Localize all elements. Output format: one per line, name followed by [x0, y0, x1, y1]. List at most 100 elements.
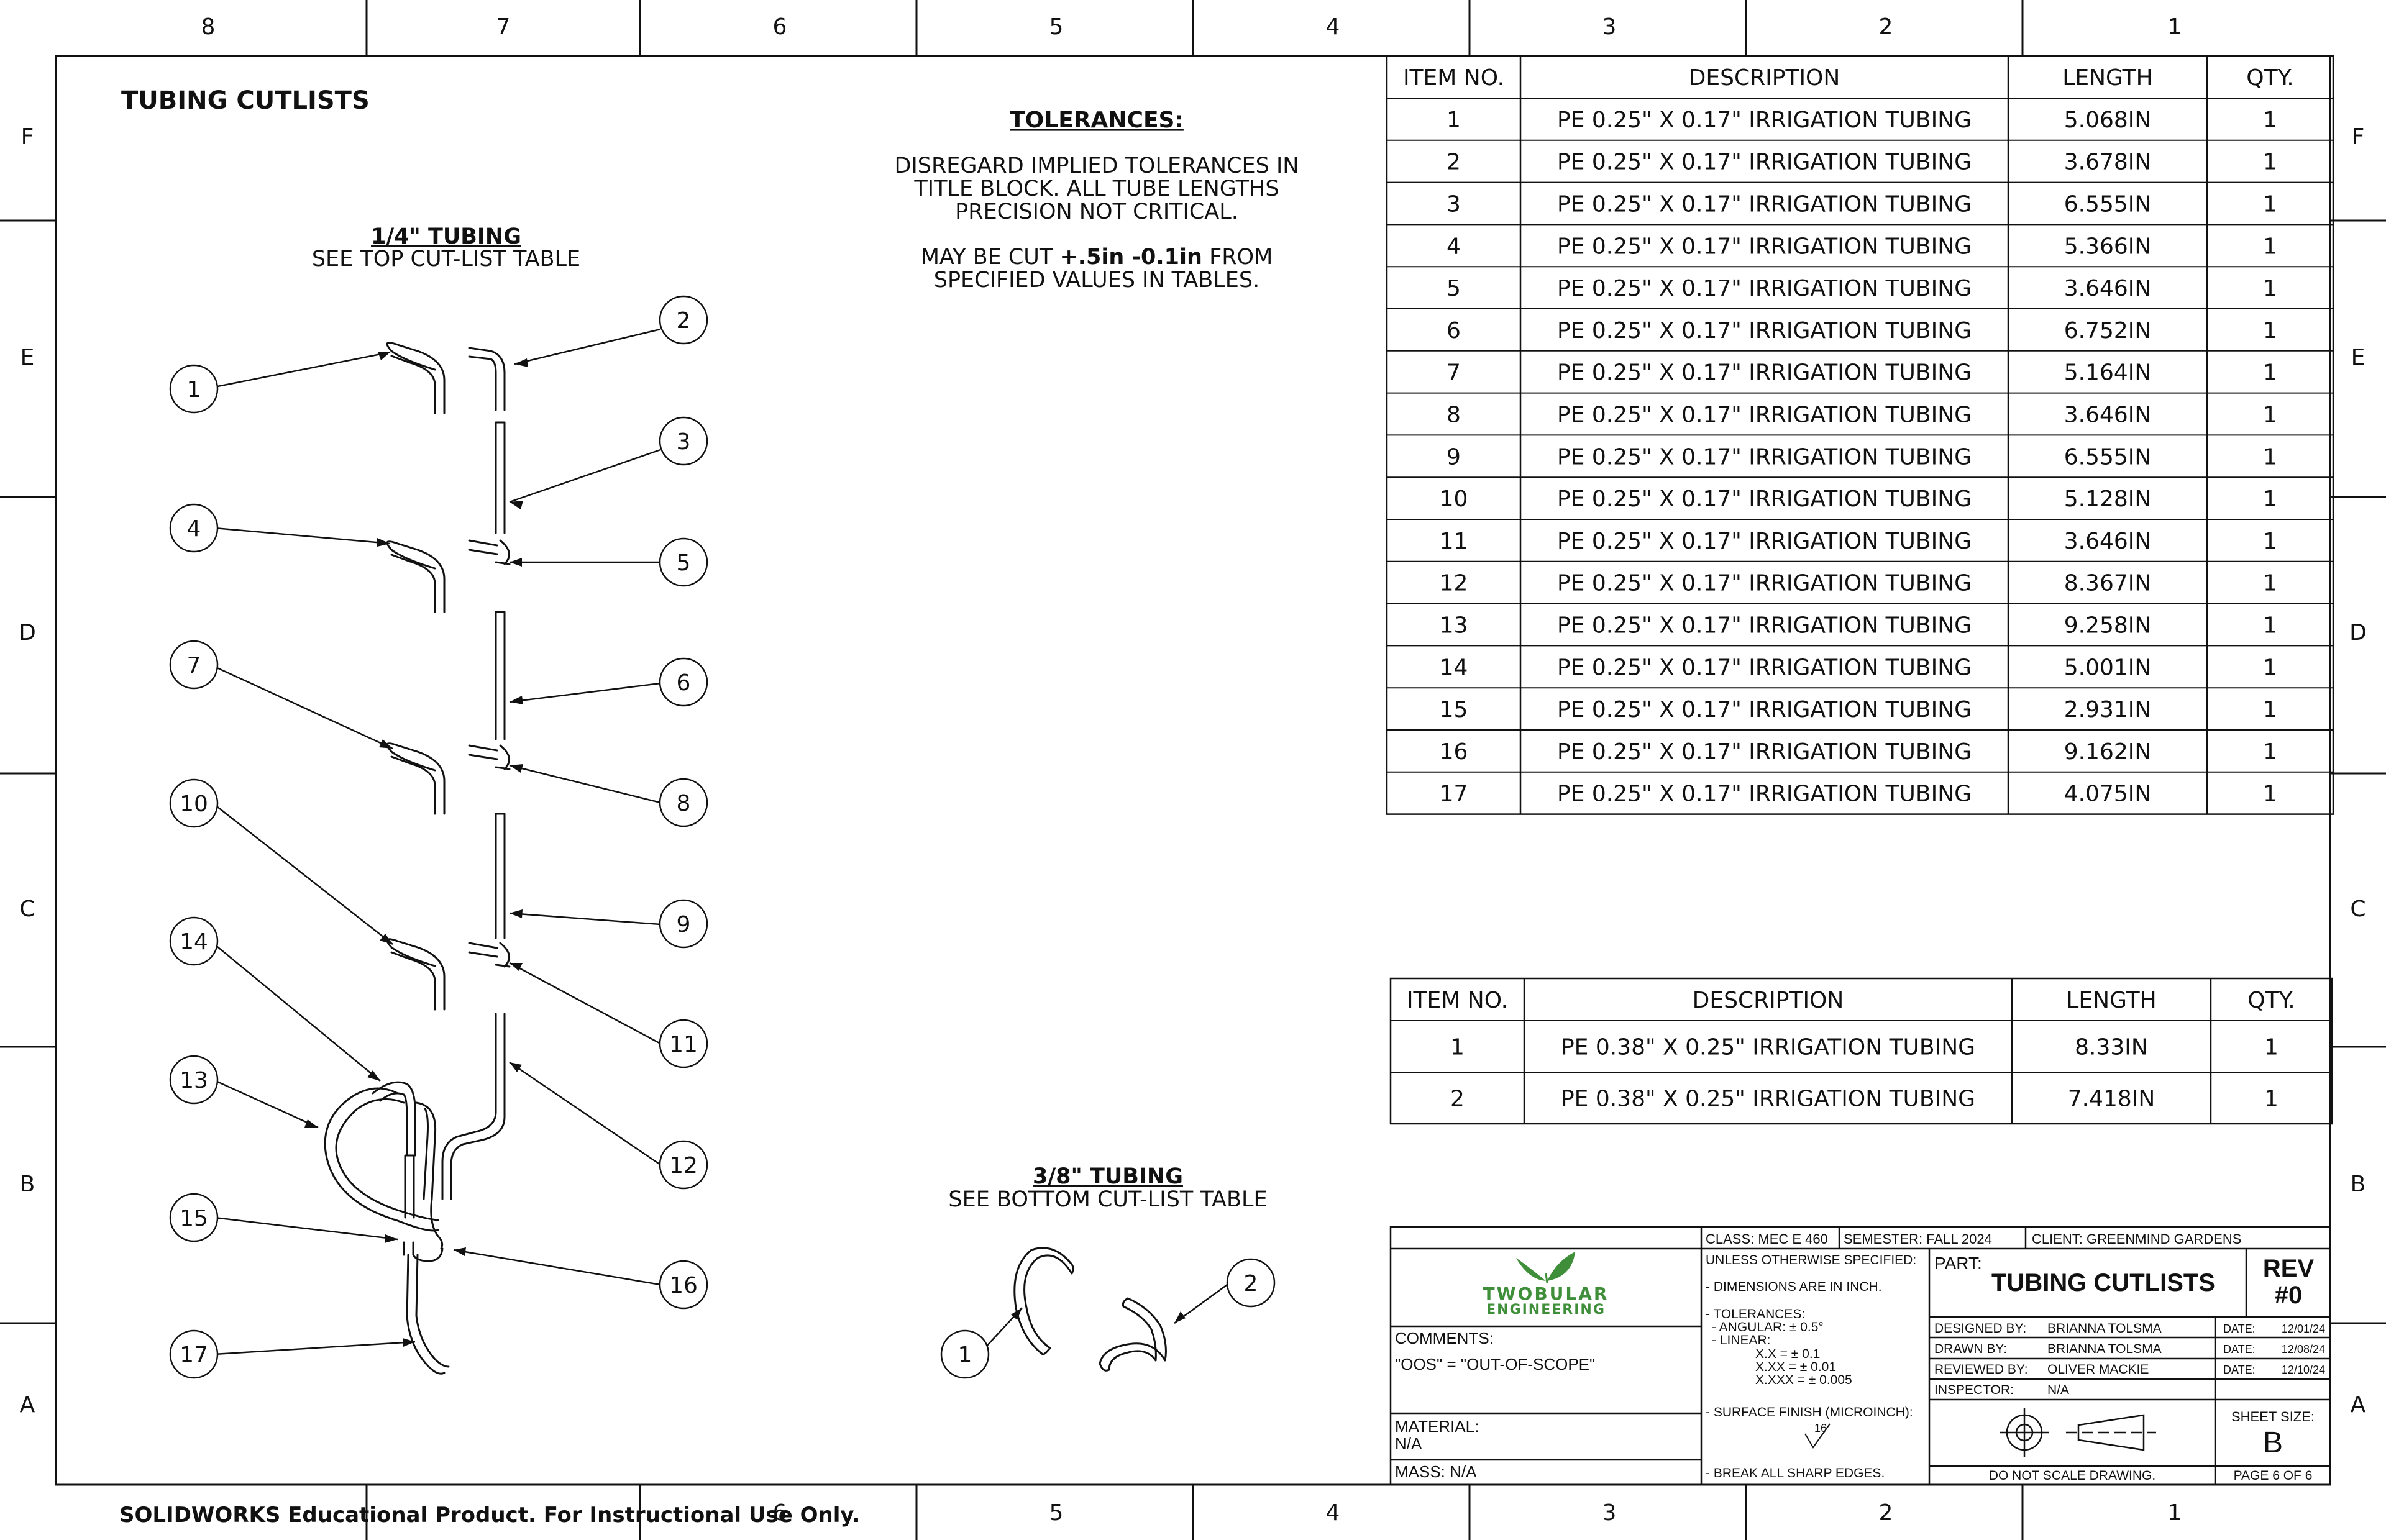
person-name: BRIANNA TOLSMA	[2047, 1342, 2162, 1356]
zone-letter: B	[2351, 1172, 2366, 1197]
table-cell: PE 0.25" X 0.17" IRRIGATION TUBING	[1557, 571, 1972, 596]
role-label: DESIGNED BY:	[1934, 1321, 2026, 1336]
balloon-label: 1	[958, 1342, 972, 1368]
balloon-label: 1	[187, 377, 201, 403]
material-label: MATERIAL:	[1395, 1417, 1479, 1436]
balloon-numbers: 1 2 3 4 5 6 7 8 9 10 11 12 13 14 15 16 1…	[180, 308, 698, 1368]
tolerances-line: SPECIFIED VALUES IN TABLES.	[934, 268, 1260, 293]
zone-numbers-bottom: 6 5 4 3 2 1	[773, 1500, 2182, 1526]
tube-main-9	[495, 813, 506, 939]
zone-number: 1	[2168, 14, 2182, 40]
table-cell: 8.33IN	[2075, 1034, 2148, 1060]
tube-stub-2	[468, 347, 506, 411]
table-cell: 1	[2263, 276, 2277, 301]
balloon-3-8-2	[1226, 1258, 1276, 1308]
person-name: BRIANNA TOLSMA	[2047, 1321, 2162, 1336]
zone-letters-left: F E D C B A	[19, 124, 36, 1418]
table-cell: PE 0.25" X 0.17" IRRIGATION TUBING	[1557, 191, 1972, 217]
table-cell: PE 0.25" X 0.17" IRRIGATION TUBING	[1557, 781, 1972, 807]
table-cell: 5.128IN	[2064, 486, 2152, 512]
table-cell: 14	[1440, 655, 1468, 680]
table-cell: 1	[2263, 150, 2277, 175]
table-cell: 3.646IN	[2064, 402, 2152, 427]
person-name: OLIVER MACKIE	[2047, 1362, 2149, 1377]
balloon-label: 10	[180, 791, 208, 817]
table-cell: PE 0.25" X 0.17" IRRIGATION TUBING	[1557, 318, 1972, 344]
zone-number: 2	[1879, 1500, 1893, 1526]
balloon-label: 2	[1244, 1271, 1258, 1296]
table-header-cell: LENGTH	[2066, 988, 2156, 1013]
table-cell: 2	[1447, 150, 1461, 175]
date-value: 12/01/24	[2282, 1323, 2325, 1335]
table-border	[1389, 977, 2333, 1125]
balloon-15	[169, 1193, 219, 1242]
table-header-cell: ITEM NO.	[1403, 65, 1504, 91]
balloon-label: 2	[677, 308, 691, 334]
table-cell: 9.258IN	[2064, 613, 2152, 638]
spec-line: - ANGULAR: ± 0.5°	[1712, 1320, 1824, 1334]
tube-hook-1-inner	[390, 355, 436, 414]
balloon-label: 8	[677, 791, 691, 816]
table-cell: 3.678IN	[2064, 150, 2152, 175]
tube-stub-11	[468, 942, 511, 968]
zone-number: 2	[1879, 14, 1893, 40]
tube-part-1	[1013, 1247, 1074, 1355]
tolerances-line: DISREGARD IMPLIED TOLERANCES IN	[895, 153, 1299, 178]
table-cell: PE 0.25" X 0.17" IRRIGATION TUBING	[1557, 402, 1972, 427]
part-value: TUBING CUTLISTS	[1991, 1269, 2215, 1296]
spec-line: X.X = ± 0.1	[1755, 1347, 1820, 1361]
company-logo: TWOBULAR ENGINEERING	[1483, 1252, 1609, 1318]
balloon-12	[659, 1140, 708, 1190]
table-cell: 7.418IN	[2068, 1086, 2155, 1111]
table-cell: 1	[2263, 739, 2277, 765]
table-cell: 9	[1447, 444, 1461, 470]
three-eighths-tubing-label: 3/8" TUBING SEE BOTTOM CUT-LIST TABLE	[948, 1164, 1267, 1212]
table-cell: 4.075IN	[2064, 781, 2152, 807]
person-name: N/A	[2047, 1383, 2069, 1397]
rev-value: #0	[2275, 1282, 2303, 1309]
tolerances-note: TOLERANCES: DISREGARD IMPLIED TOLERANCES…	[895, 107, 1299, 293]
spec-line: X.XXX = ± 0.005	[1755, 1373, 1852, 1387]
three-eighths-balloons: 1 2	[940, 1258, 1276, 1379]
balloon-14	[169, 916, 219, 966]
table-cell: 17	[1440, 781, 1468, 807]
table-cell: 9.162IN	[2064, 739, 2152, 765]
table-header-cell: QTY.	[2247, 988, 2295, 1013]
table-header-cell: LENGTH	[2062, 65, 2152, 91]
table-cell: PE 0.25" X 0.17" IRRIGATION TUBING	[1557, 613, 1972, 638]
table-cell: PE 0.25" X 0.17" IRRIGATION TUBING	[1557, 655, 1972, 680]
table-cell: PE 0.25" X 0.17" IRRIGATION TUBING	[1557, 150, 1972, 175]
balloon-3	[659, 416, 708, 466]
date-label: DATE:	[2223, 1323, 2256, 1335]
bottom-cut-list-table: ITEM NO. DESCRIPTION LENGTH QTY. 1 PE 0.38" X…	[1389, 977, 2333, 1125]
tube-stub-15	[404, 1154, 415, 1219]
date-value: 12/10/24	[2282, 1364, 2325, 1376]
zone-letter: C	[2350, 896, 2365, 922]
logo-line-1: TWOBULAR	[1483, 1283, 1609, 1304]
table-cell: PE 0.25" X 0.17" IRRIGATION TUBING	[1557, 697, 1972, 722]
table-cell: PE 0.38" X 0.25" IRRIGATION TUBING	[1561, 1086, 1975, 1111]
spec-line: UNLESS OTHERWISE SPECIFIED:	[1706, 1253, 1916, 1267]
table-header-cell: QTY.	[2246, 65, 2293, 91]
table-cell: 16	[1440, 739, 1468, 765]
table-cell: 2	[1450, 1086, 1465, 1111]
zone-number: 7	[496, 14, 511, 40]
class-label: CLASS: MEC E 460	[1706, 1231, 1828, 1247]
table-cell: 1	[1450, 1034, 1465, 1060]
table-header-cell: ITEM NO.	[1407, 988, 1508, 1013]
table-cell: 15	[1440, 697, 1468, 722]
balloon-3-8-1	[940, 1329, 990, 1379]
table-header-cell: DESCRIPTION	[1693, 988, 1844, 1013]
table-cell: 1	[2263, 107, 2277, 133]
tube-main-6	[495, 611, 506, 740]
tube-hook-10-inner	[390, 951, 436, 1011]
zone-number: 3	[1602, 1500, 1617, 1526]
balloon-17	[169, 1329, 219, 1379]
table-cell: PE 0.25" X 0.17" IRRIGATION TUBING	[1557, 529, 1972, 554]
balloon-8	[659, 778, 708, 827]
